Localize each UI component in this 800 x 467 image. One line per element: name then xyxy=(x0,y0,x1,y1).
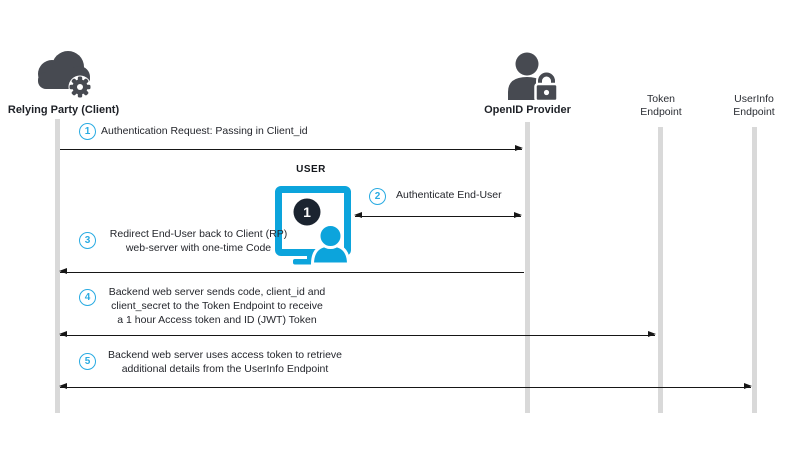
cloud-gear-icon xyxy=(38,51,92,99)
lifeline-relying-party xyxy=(55,119,60,413)
monitor-person-icon: 1 xyxy=(275,186,351,266)
lifeline-openid-provider xyxy=(525,122,530,413)
user-label: USER xyxy=(296,164,326,175)
step-4-badge: 4 xyxy=(79,289,96,306)
step-2-text: Authenticate End-User xyxy=(396,189,502,201)
arrow-step3-left xyxy=(59,268,524,275)
screen-badge-number: 1 xyxy=(303,204,311,220)
step-1-text: Authentication Request: Passing in Clien… xyxy=(101,125,308,137)
arrow-step5-bidirectional xyxy=(59,383,752,390)
step-5-text: Backend web server uses access token to … xyxy=(107,349,343,375)
token-endpoint-label: Token Endpoint xyxy=(640,93,682,118)
arrow-step1-right xyxy=(60,145,523,152)
arrow-step2-bidirectional xyxy=(354,212,522,219)
lifeline-userinfo-endpoint xyxy=(752,127,757,413)
step-5-badge: 5 xyxy=(79,353,96,370)
openid-provider-label: OpenID Provider xyxy=(484,104,571,116)
relying-party-label: Relying Party (Client) xyxy=(7,104,120,116)
step-4-text: Backend web server sends code, client_id… xyxy=(108,286,326,326)
step-2-badge: 2 xyxy=(369,188,386,205)
step-3-text: Redirect End-User back to Client (RP) we… xyxy=(109,228,288,254)
userinfo-endpoint-label: UserInfo Endpoint xyxy=(733,93,775,118)
person-lock-icon xyxy=(508,52,559,102)
lifeline-token-endpoint xyxy=(658,127,663,413)
step-1-badge: 1 xyxy=(79,123,96,140)
arrow-step4-bidirectional xyxy=(59,331,656,338)
step-3-badge: 3 xyxy=(79,232,96,249)
